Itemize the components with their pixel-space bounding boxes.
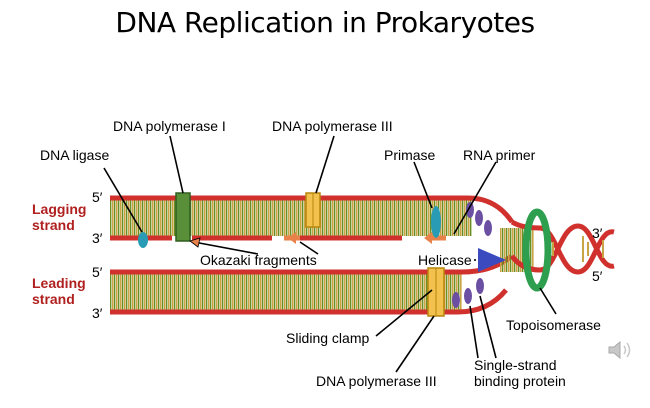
fork-backbone: [510, 219, 541, 231]
okazaki-callout-line: [299, 241, 319, 255]
helix-3-prime-end: 3′: [592, 225, 603, 241]
leading-strand: [110, 254, 514, 315]
leading-base-pairs: [110, 274, 462, 310]
helicase-label: Helicase: [418, 252, 472, 268]
dna-polymerase-1-label: DNA polymerase I: [113, 118, 226, 134]
lagging-label-line1: Lagging: [32, 201, 86, 217]
helix-5-prime-end: 5′: [592, 268, 603, 284]
primer-arrowhead: [288, 232, 296, 244]
speaker-icon[interactable]: [606, 338, 636, 362]
lagging-5-prime-end: 5′: [92, 189, 103, 205]
helix-strand-a: [539, 225, 615, 275]
primase-shape: [431, 206, 441, 238]
okazaki-callout-line: [193, 241, 259, 255]
dna-ligase-label: DNA ligase: [40, 147, 109, 163]
leading-5-prime-end: 5′: [92, 264, 103, 280]
lagging-label-line2: strand: [32, 217, 75, 233]
dna-polymerase-3-bottom-label: DNA polymerase III: [316, 373, 437, 389]
primer-arrowhead: [424, 232, 432, 244]
okazaki-fragments-label: Okazaki fragments: [200, 252, 317, 268]
callout-lines: [103, 135, 557, 373]
leading-label-line2: strand: [32, 291, 75, 307]
lagging-top-backbone: [110, 195, 515, 224]
leading-label-line1: Leading: [32, 275, 86, 291]
helicase-shape: [478, 248, 506, 272]
lagging-base-pairs: [110, 200, 472, 236]
ssb-label-line2: binding protein: [474, 373, 566, 389]
dna-polymerase-1-shape: [175, 192, 191, 242]
helix-strand-b: [539, 223, 615, 273]
dna-ligase-shape: [138, 232, 148, 248]
ssb-proteins: [452, 202, 492, 308]
sliding-clamp-label: Sliding clamp: [286, 330, 369, 346]
leading-bottom-backbone: [110, 288, 508, 315]
slide-title: DNA Replication in Prokaryotes: [115, 6, 535, 39]
primase-label: Primase: [384, 147, 436, 163]
lagging-3-prime-end: 3′: [92, 230, 103, 246]
ssb-label-line1: Single-strand: [474, 357, 557, 373]
okazaki-arrowhead: [189, 237, 201, 248]
lagging-strand: [110, 195, 515, 244]
topoisomerase-shape: [522, 208, 552, 292]
rna-primer-label: RNA primer: [463, 147, 536, 163]
dna-polymerase-3-top-label: DNA polymerase III: [272, 118, 393, 134]
leading-3-prime-end: 3′: [92, 305, 103, 321]
topoisomerase-label: Topoisomerase: [506, 317, 601, 333]
